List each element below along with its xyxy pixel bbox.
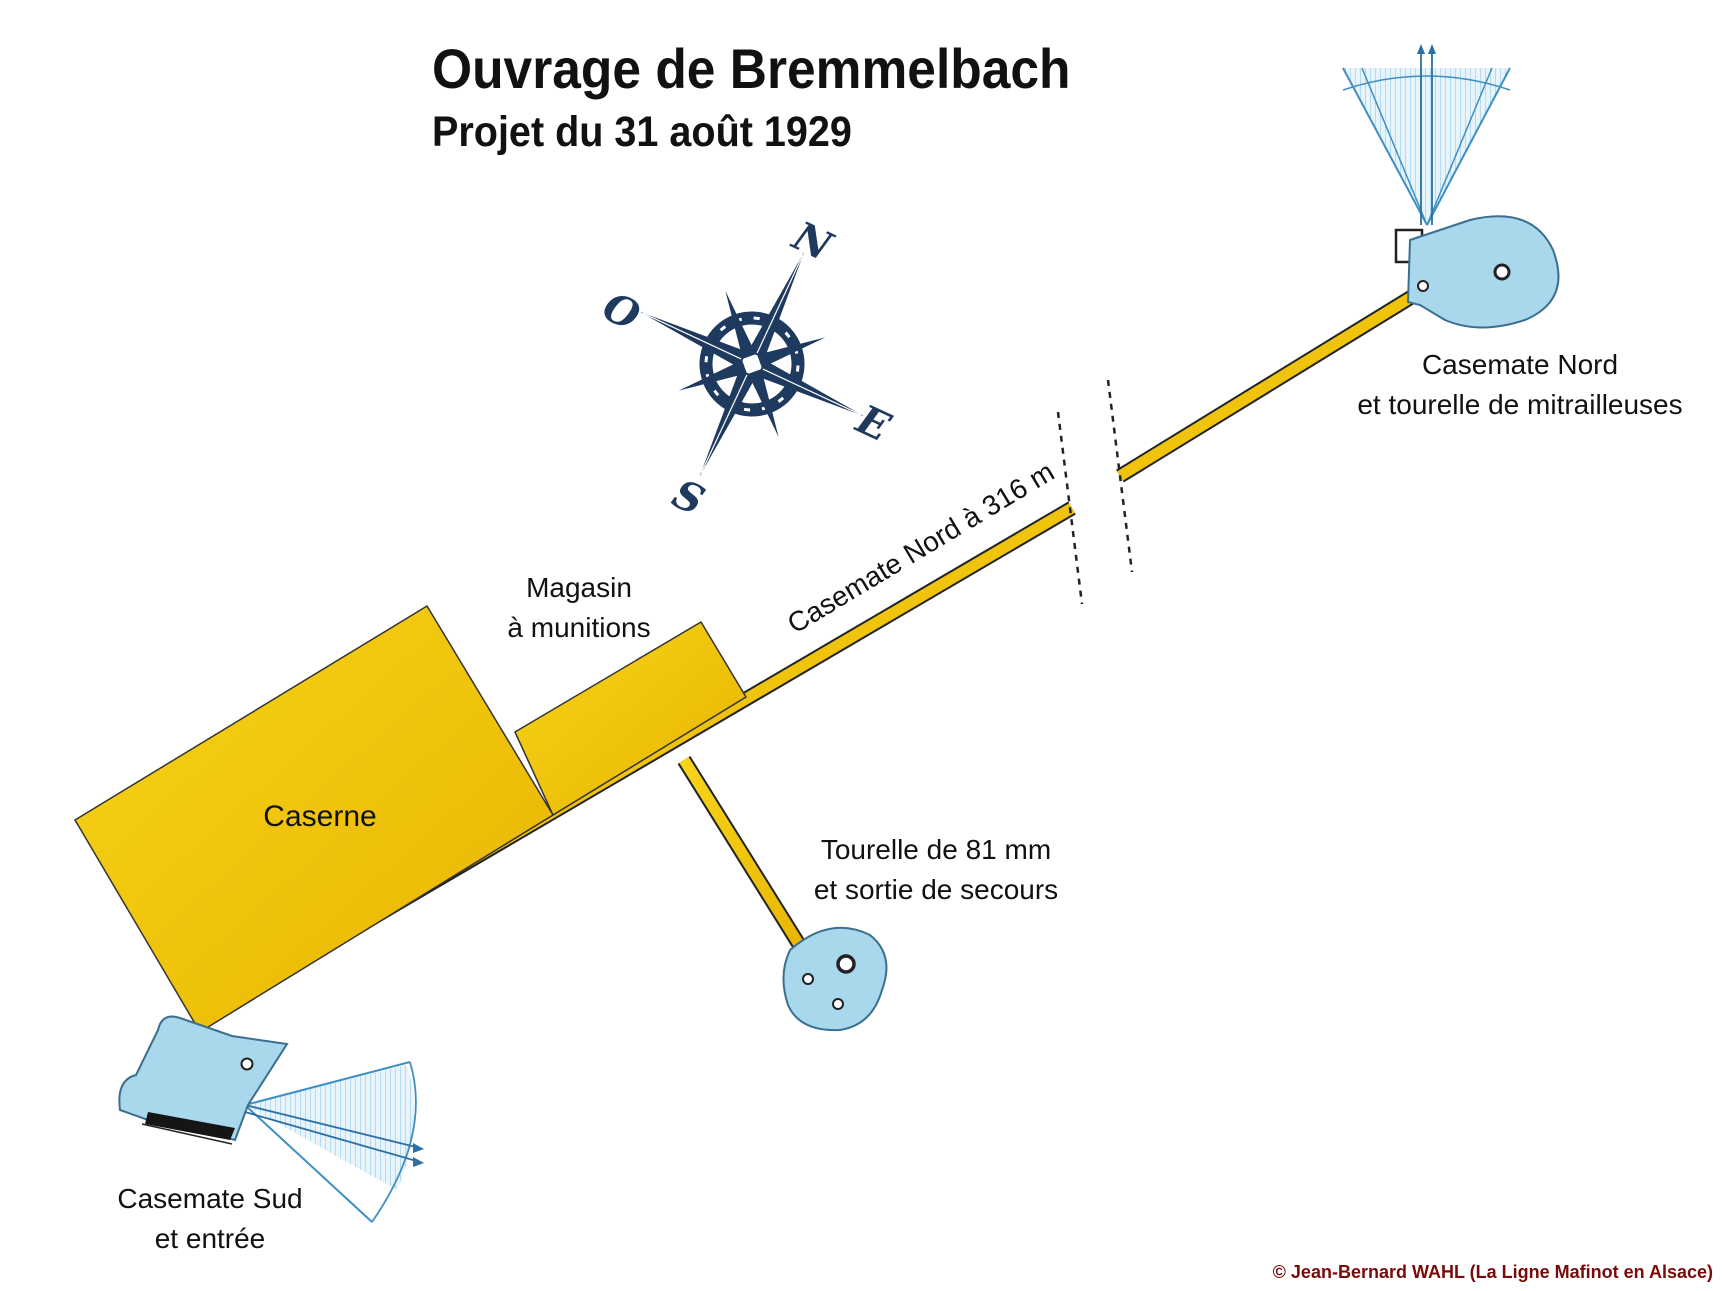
copyright-notice: © Jean-Bernard WAHL (La Ligne Mafinot en… [1272,1262,1713,1282]
label-tourelle-line2: et sortie de secours [813,874,1059,905]
break-mark-left [1056,411,1084,605]
label-magasin-line1: Magasin [526,572,632,603]
diagram-subtitle: Projet du 31 août 1929 [432,108,852,156]
north-fire-sector [1342,44,1511,226]
label-magasin-line2: à munitions [507,612,651,643]
label-casemate-sud: Casemate Sud et entrée [95,1179,325,1259]
casemate-sud-block [118,1015,289,1148]
break-mark-right [1106,379,1134,573]
diagram-title: Ouvrage de Bremmelbach [432,37,1071,100]
label-casemate-nord: Casemate Nord et tourelle de mitrailleus… [1330,345,1710,425]
label-casemate-nord-line2: et tourelle de mitrailleuses [1357,389,1683,420]
tourelle-81-block [782,926,888,1032]
label-tourelle-line1: Tourelle de 81 mm [820,834,1052,865]
casemate-nord-block [1394,215,1560,329]
compass-rose [639,251,865,477]
label-casemate-sud-line2: et entrée [154,1223,266,1254]
label-magasin: Magasin à munitions [494,568,664,648]
label-casemate-sud-line1: Casemate Sud [117,1183,303,1214]
label-caserne: Caserne [263,800,377,833]
south-fire-sector [244,1061,424,1223]
label-casemate-nord-line1: Casemate Nord [1421,349,1619,380]
label-tourelle: Tourelle de 81 mm et sortie de secours [796,830,1076,910]
magasin-block [514,620,748,817]
